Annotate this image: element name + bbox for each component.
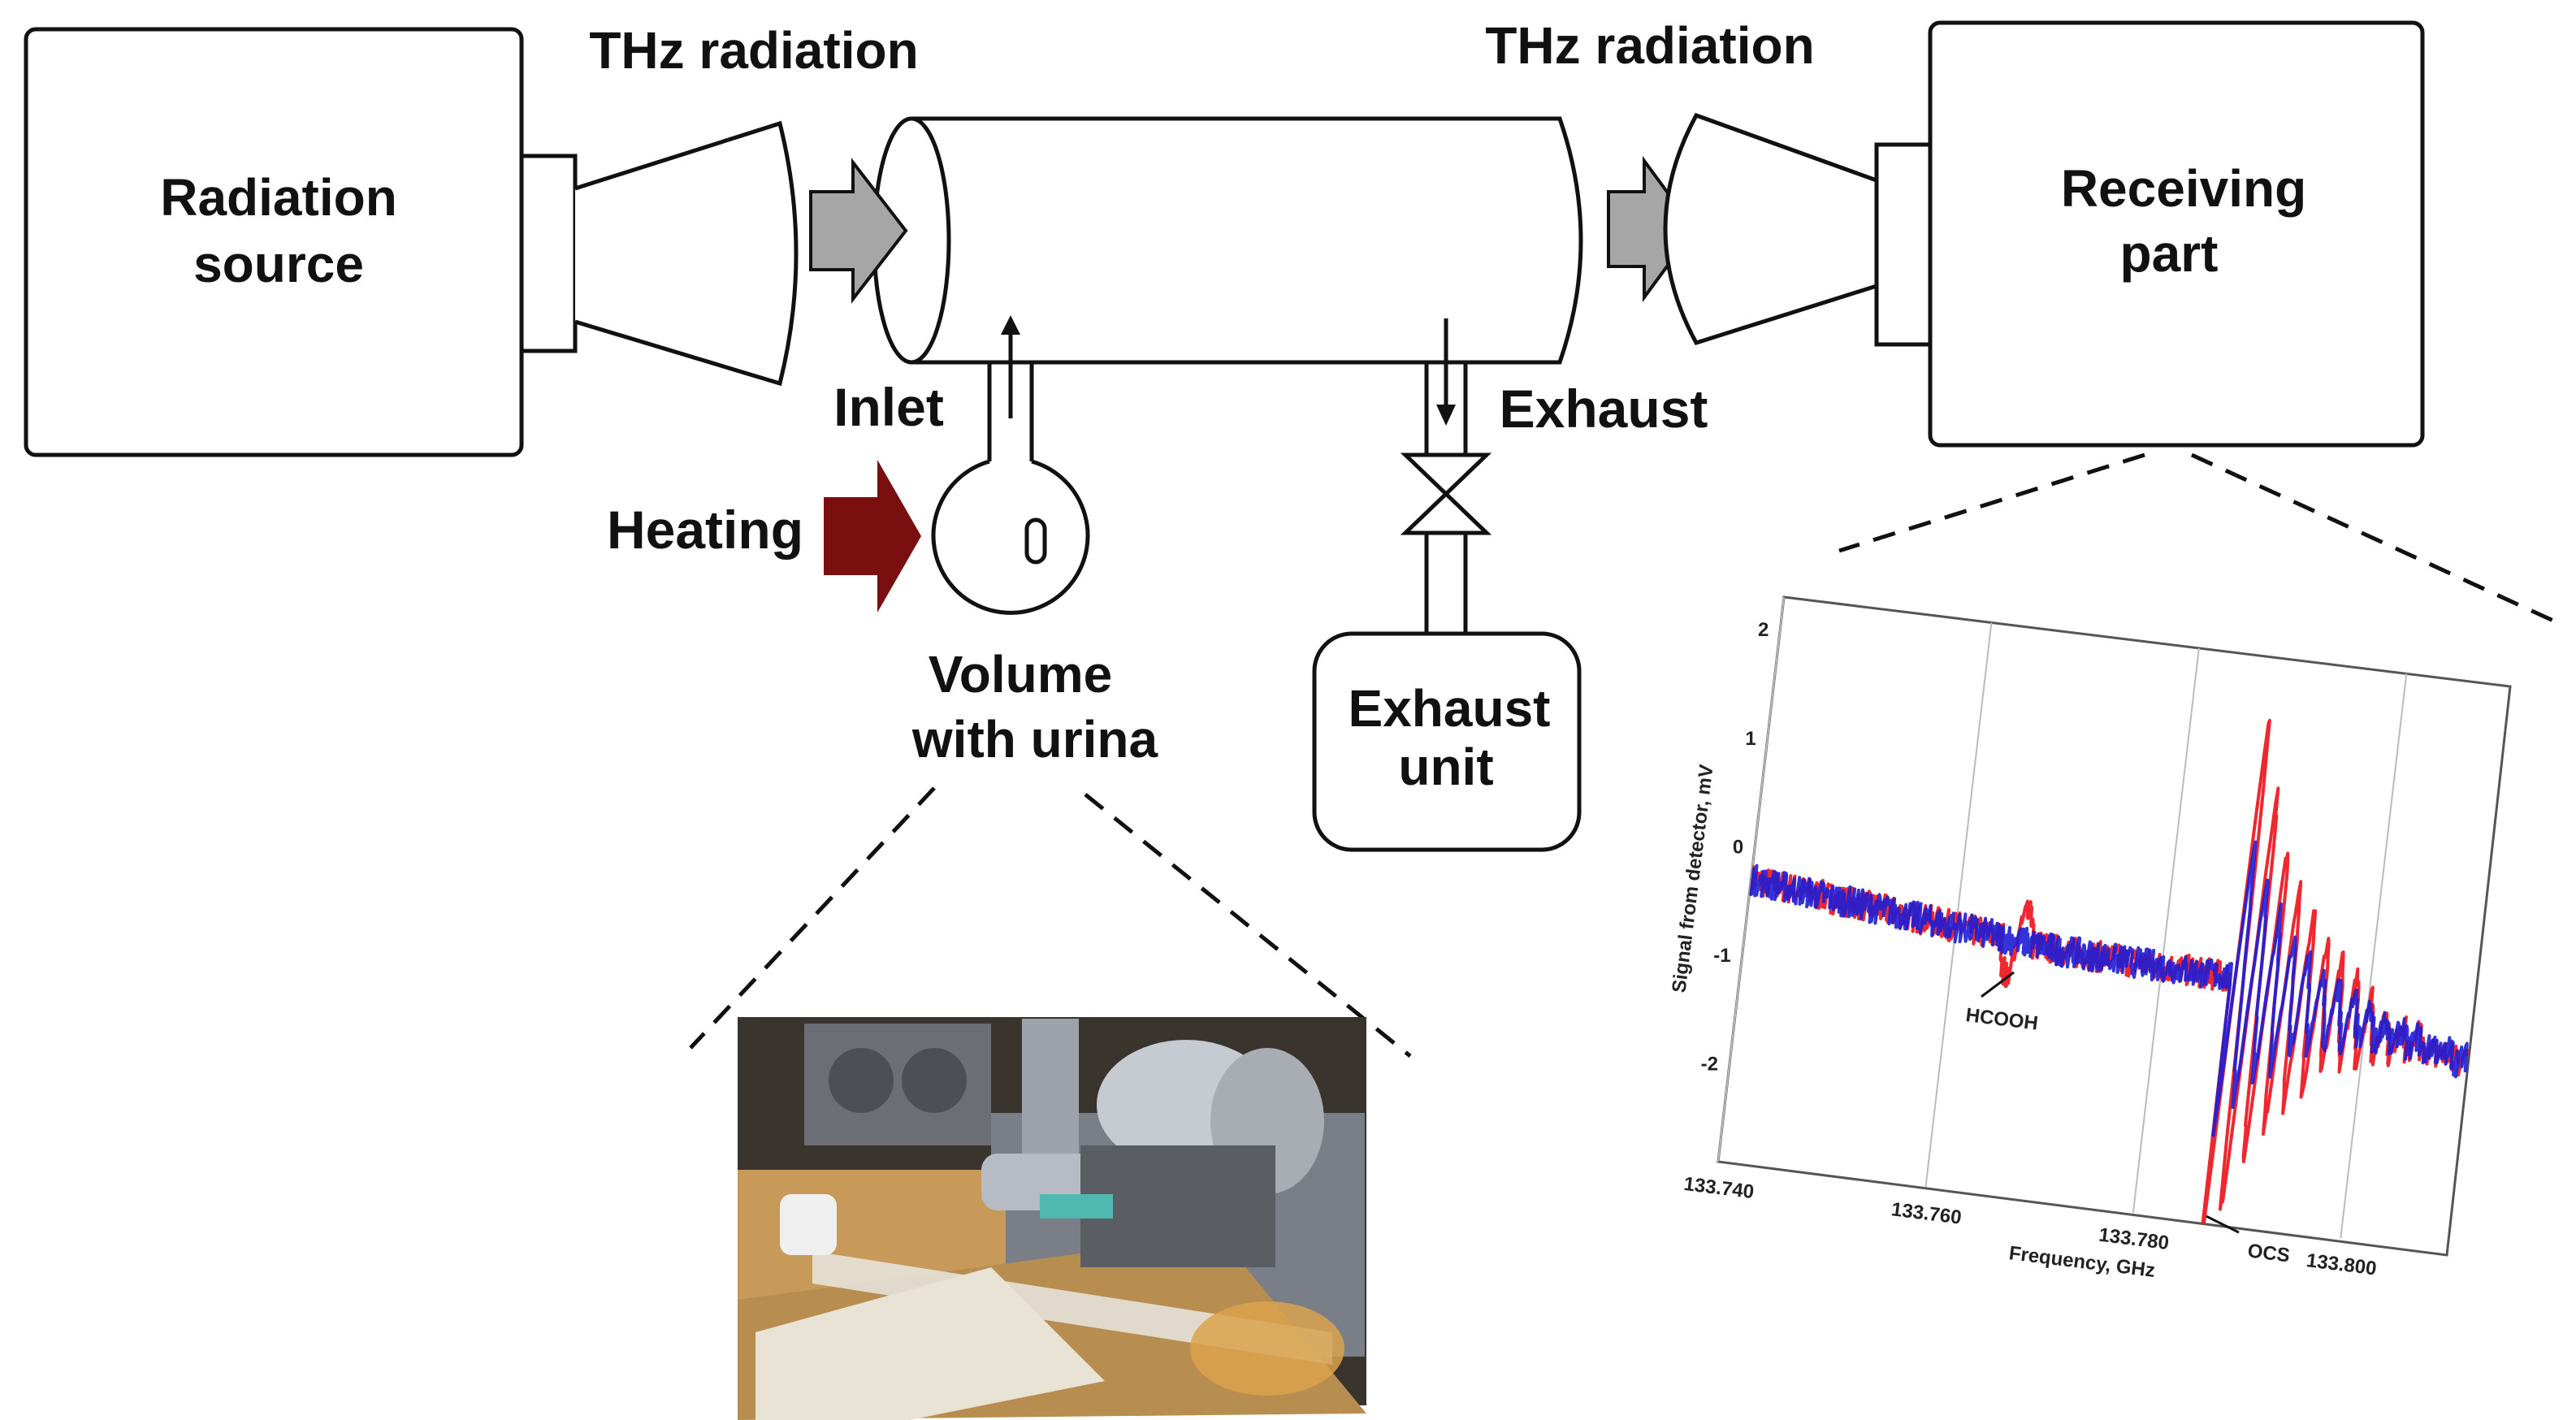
exhaust-arrow-head: [1436, 405, 1456, 426]
y-tick-label: -2: [1701, 1054, 1718, 1076]
chart-leader-right: [2190, 452, 2565, 628]
x-tick-label: 133.780: [2098, 1224, 2170, 1254]
chart-series: [1747, 718, 2470, 1255]
x-tick-label: 133.800: [2305, 1249, 2377, 1279]
series-blue-line: [1748, 840, 2469, 1137]
exhaust-unit-block: [1312, 631, 1582, 852]
exhaust-unit-label-2: unit: [1398, 738, 1493, 796]
lab-apparatus-photo: [738, 1017, 1366, 1420]
receiving-part-block: [1928, 20, 2425, 448]
exhaust-valve: [1400, 452, 1492, 535]
right-flange: [1874, 142, 1933, 347]
chart-frame: [1717, 595, 2512, 1257]
inlet-label: Inlet: [833, 377, 944, 437]
x-gridline: [2132, 647, 2200, 1213]
thz-label-left: THz radiation: [589, 21, 918, 80]
y-tick-label: 2: [1758, 619, 1769, 641]
radiation-source-label-1: Radiation: [160, 168, 397, 227]
volume-flask: [931, 459, 1090, 615]
x-tick-label: 133.740: [1682, 1173, 1755, 1203]
photo-leader-left: [689, 786, 936, 1050]
left-flange: [519, 154, 578, 353]
annotation-arrow: [2206, 1214, 2240, 1234]
stir-bar: [1024, 517, 1047, 565]
spectrum-chart: 133.740133.760133.780133.800210-1-2Frequ…: [1668, 595, 2512, 1282]
volume-label-2: with urina: [911, 710, 1158, 768]
gas-cell: [911, 116, 1583, 365]
chart-leader-left: [1838, 452, 2145, 553]
photo-leader-right: [1084, 793, 1412, 1058]
y-tick-label: -1: [1713, 945, 1730, 967]
receiving-part-label-1: Receiving: [2061, 159, 2306, 218]
x-tick-label: 133.760: [1890, 1198, 1963, 1228]
x-gridline: [2340, 673, 2408, 1239]
exhaust-label: Exhaust: [1500, 379, 1708, 439]
exhaust-unit-label-1: Exhaust: [1349, 679, 1551, 738]
heating-label: Heating: [607, 500, 803, 560]
thz-label-right: THz radiation: [1485, 16, 1814, 75]
heating-arrow: [824, 460, 921, 613]
volume-label-1: Volume: [929, 645, 1112, 704]
annotation-label: OCS: [2246, 1240, 2291, 1266]
right-horn: [1663, 112, 1877, 346]
x-gridline: [1924, 622, 1993, 1188]
annotation-arrow: [1981, 971, 2015, 998]
left-horn: [574, 120, 799, 387]
radiation-source-label-2: source: [193, 235, 364, 293]
receiving-part-label-2: part: [2120, 224, 2219, 283]
y-tick-label: 0: [1733, 836, 1743, 858]
inlet-arrow-head: [1001, 315, 1020, 335]
y-axis-label: Signal from detector, mV: [1668, 764, 1717, 994]
y-tick-label: 1: [1745, 728, 1756, 750]
thz-arrow-left: [809, 158, 908, 304]
